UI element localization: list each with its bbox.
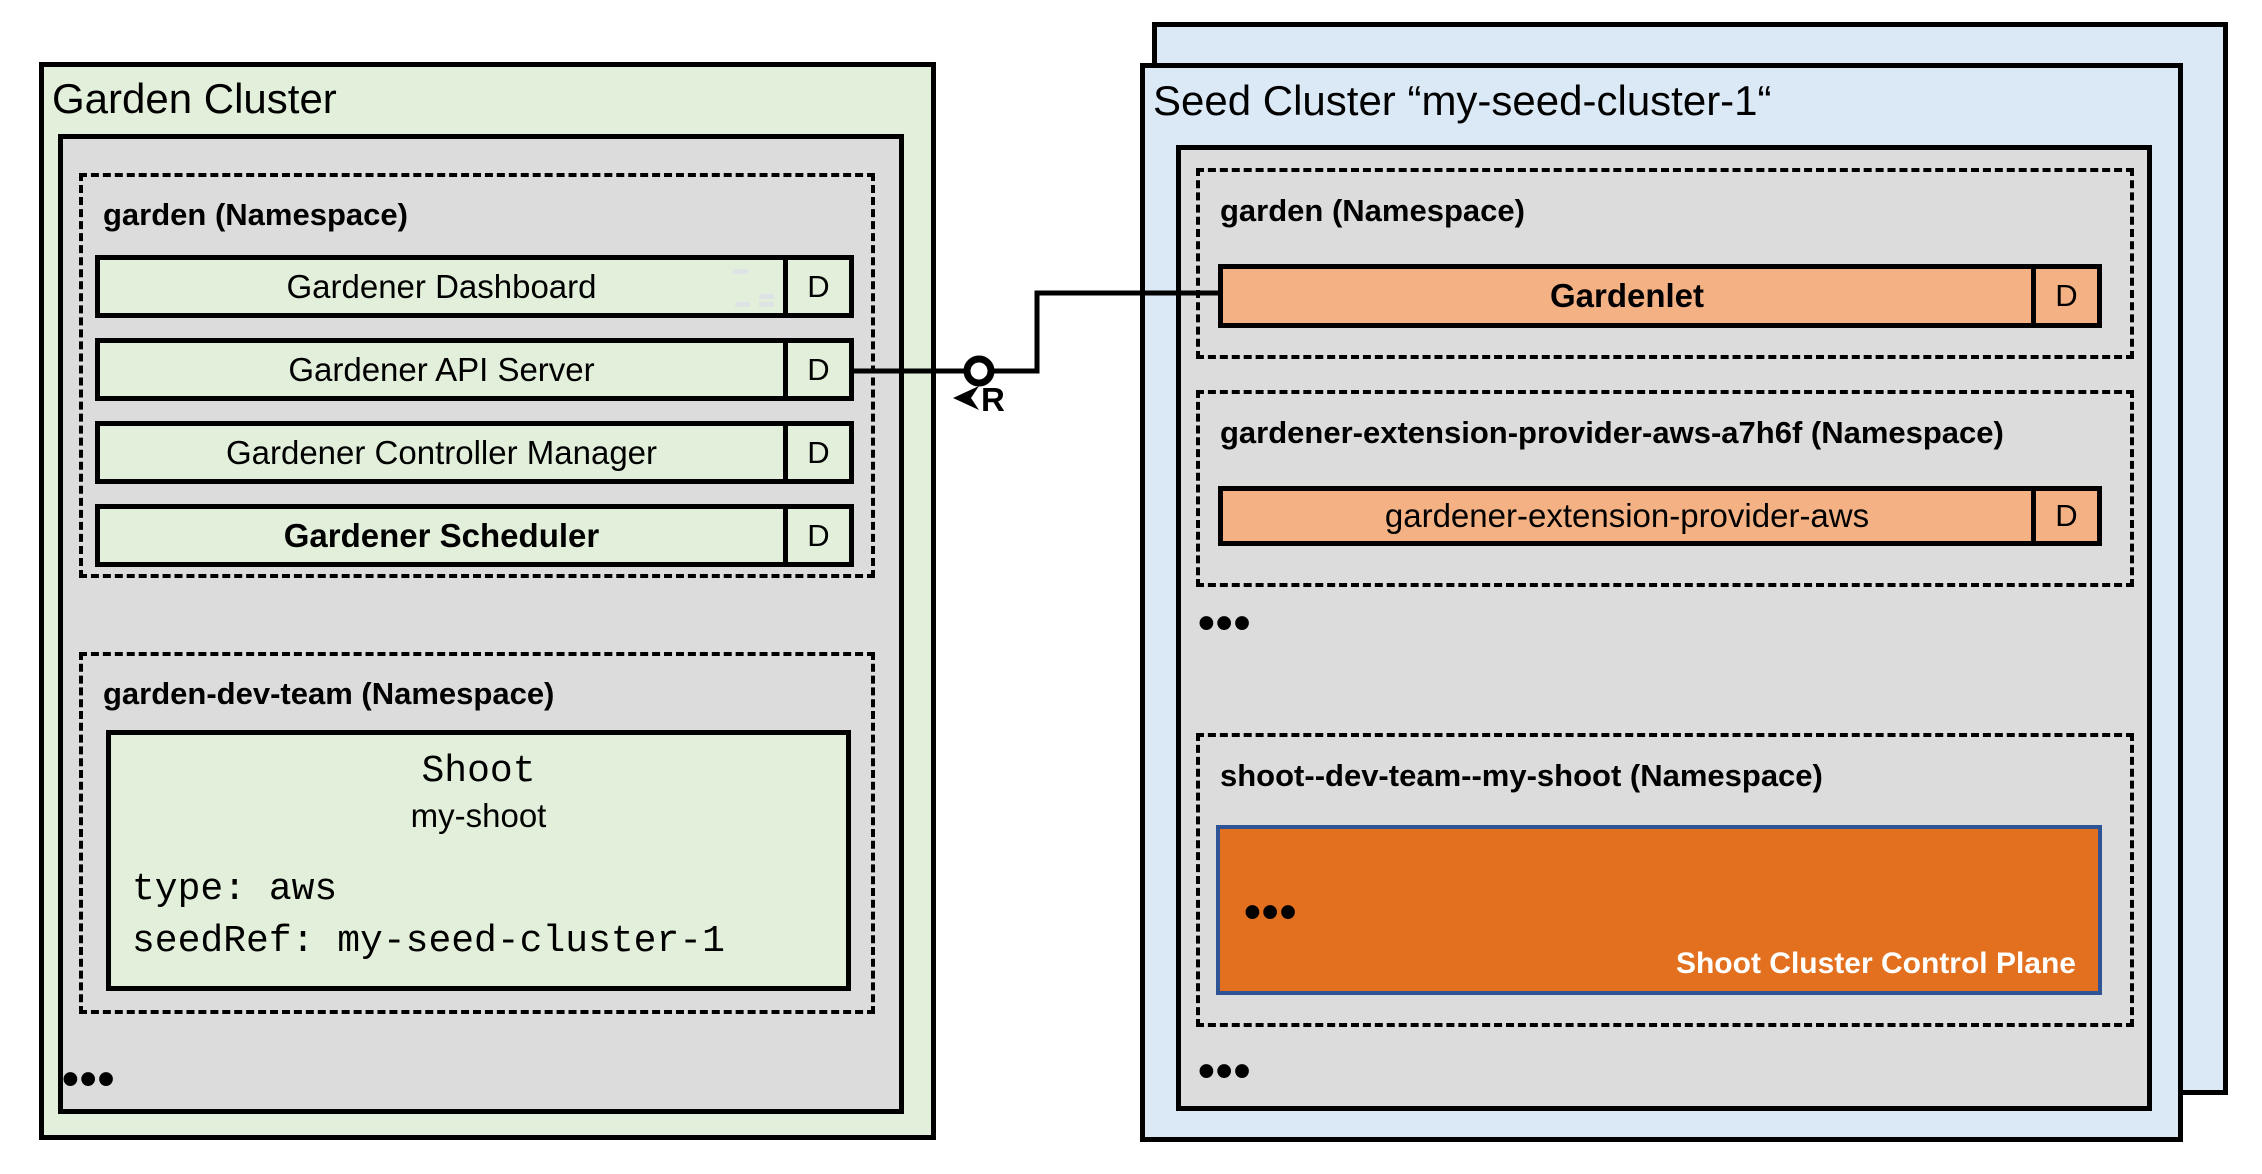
- deployment-badge: D: [783, 260, 849, 313]
- deployment-badge: D: [2031, 491, 2097, 541]
- gardener-controller-manager-row: Gardener Controller Manager D: [95, 421, 854, 484]
- seed-garden-namespace-label: garden (Namespace): [1220, 193, 1525, 228]
- gardener-api-server-row: Gardener API Server D: [95, 338, 854, 401]
- extension-provider-aws-label: gardener-extension-provider-aws: [1384, 497, 1870, 534]
- shoot-namespace-label: shoot--dev-team--my-shoot (Namespace): [1220, 758, 1823, 793]
- seed-garden-namespace-box: [1196, 168, 2134, 359]
- connector-line-right: [991, 290, 1218, 374]
- garden-cluster-title: Garden Cluster: [52, 75, 337, 122]
- gardener-controller-manager-label: Gardener Controller Manager: [225, 433, 658, 471]
- gardenlet-row: Gardenlet D: [1218, 264, 2102, 328]
- deployment-badge: D: [783, 509, 849, 562]
- connector-port-circle: [963, 355, 995, 387]
- gardenlet-label: Gardenlet: [1549, 277, 1705, 314]
- garden-namespace-box: [79, 173, 875, 578]
- register-label: R: [981, 381, 1005, 418]
- garden-dev-team-namespace-box: [79, 652, 875, 1014]
- extension-namespace-box: [1196, 390, 2134, 587]
- shoot-control-plane-box: ••• Shoot Cluster Control Plane: [1216, 825, 2102, 995]
- shoot-kind-label: Shoot: [421, 750, 536, 793]
- shoot-resource-card: Shoot my-shoot type: aws seedRef: my-see…: [106, 730, 851, 991]
- shoot-spec-seedref: seedRef: my-seed-cluster-1: [132, 920, 725, 963]
- deployment-badge: D: [783, 343, 849, 396]
- garden-namespace-label: garden (Namespace): [103, 197, 408, 232]
- extension-namespace-label: gardener-extension-provider-aws-a7h6f (N…: [1220, 415, 2004, 450]
- shoot-control-plane-label: Shoot Cluster Control Plane: [1675, 947, 2076, 980]
- artifact-dash-icon: [759, 294, 774, 299]
- artifact-dash-icon: [759, 302, 774, 307]
- garden-dev-team-namespace-label: garden-dev-team (Namespace): [103, 676, 555, 711]
- gardener-dashboard-label: Gardener Dashboard: [286, 267, 597, 305]
- gardener-dashboard-row: Gardener Dashboard D: [95, 255, 854, 318]
- gardener-scheduler-label: Gardener Scheduler: [283, 516, 600, 554]
- deployment-badge: D: [2031, 269, 2097, 323]
- register-arrow-icon: [953, 386, 979, 410]
- seed-cluster-title: Seed Cluster “my-seed-cluster-1“: [1153, 77, 1772, 124]
- gardener-api-server-label: Gardener API Server: [288, 350, 595, 388]
- shoot-name-label: my-shoot: [410, 797, 547, 834]
- extension-provider-aws-row: gardener-extension-provider-aws D: [1218, 486, 2102, 546]
- artifact-dash-icon: [735, 302, 750, 307]
- gardener-dashboard-label-cell: Gardener Dashboard: [100, 260, 783, 313]
- gardener-scheduler-row: Gardener Scheduler D: [95, 504, 854, 567]
- shoot-namespace-box: [1196, 733, 2134, 1027]
- deployment-badge: D: [783, 426, 849, 479]
- shoot-spec-type: type: aws: [132, 868, 338, 911]
- artifact-dash-icon: [733, 269, 748, 274]
